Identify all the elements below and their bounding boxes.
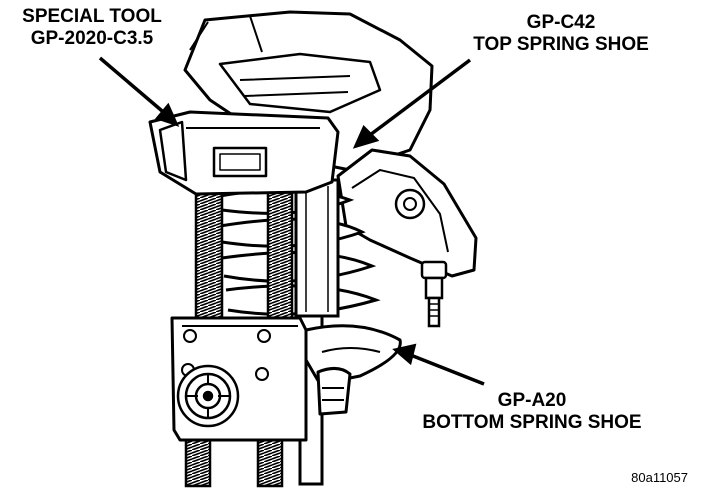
bottom-spring-shoe-part-number: GP-A20 [497,390,567,411]
upper-strut-mount [183,10,434,172]
top-spring-shoe-callout: GP-C42 TOP SPRING SHOE [452,12,670,56]
leader-arrow-special-tool [98,56,180,127]
top-spring-shoe-part-number: GP-C42 [526,12,596,33]
bottom-spring-shoe [304,324,402,416]
bottom-spring-shoe-title: BOTTOM SPRING SHOE [422,412,642,433]
strut-body [294,178,340,318]
leader-arrow-top-shoe [352,58,472,149]
forcing-screw [176,364,240,428]
leader-arrow-bottom-shoe [392,343,485,386]
figure-id: 80a11057 [631,470,688,485]
ball-joint-stud [420,260,448,328]
special-tool-callout: SPECIAL TOOL GP-2020-C3.5 [8,6,176,50]
top-spring-shoe [336,148,478,278]
special-tool-part-number: GP-2020-C3.5 [30,28,154,49]
special-tool-upper-yoke [148,110,340,196]
bottom-spring-shoe-callout: GP-A20 BOTTOM SPRING SHOE [398,390,666,434]
top-spring-shoe-title: TOP SPRING SHOE [473,34,649,55]
special-tool-title: SPECIAL TOOL [22,6,162,27]
